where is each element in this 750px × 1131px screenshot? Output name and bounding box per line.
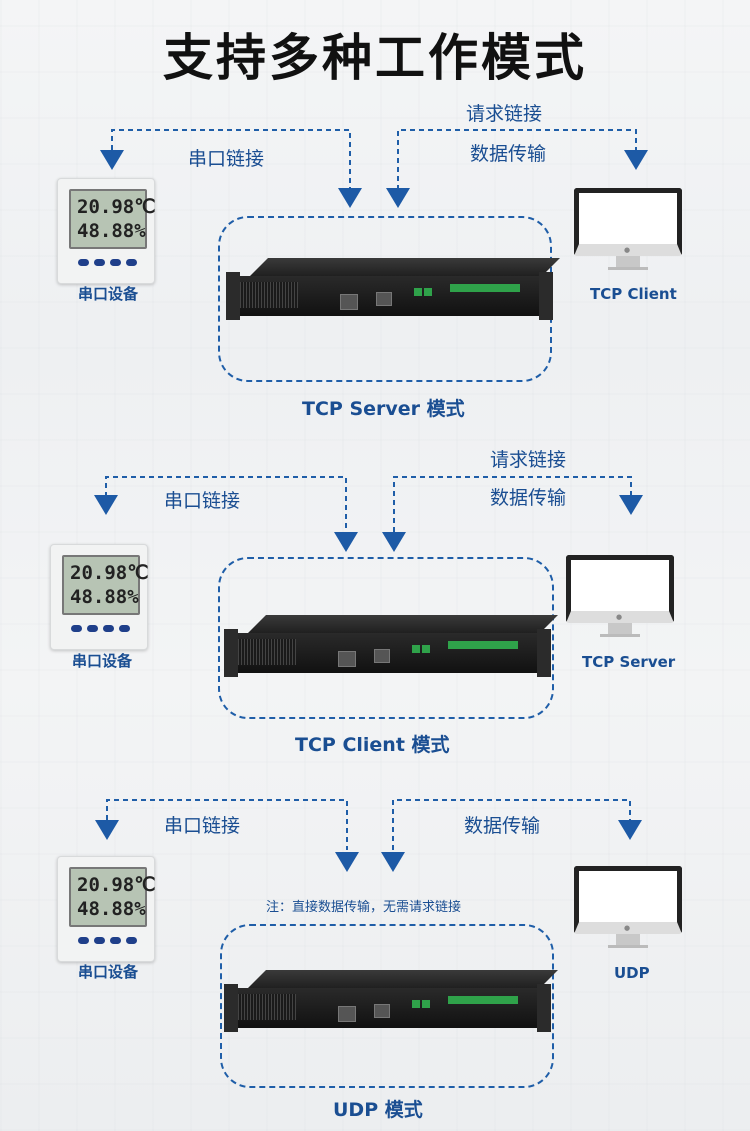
request-link-label: 请求链接 <box>490 449 567 471</box>
request-link-label: 请求链接 <box>466 103 543 125</box>
data-transfer-label: 数据传输 <box>464 815 541 837</box>
arrow-down-icon <box>94 495 118 515</box>
meter-reading-humidity: 48.88% <box>77 220 146 242</box>
connection-lines <box>95 799 642 872</box>
meter-reading-temp: 20.98℃ <box>77 196 156 218</box>
connection-lines <box>100 129 648 208</box>
client-label: UDP <box>614 964 650 982</box>
meter-reading-humidity: 48.88% <box>70 586 139 608</box>
connection-lines <box>94 476 643 552</box>
serial-device-label: 串口设备 <box>78 285 139 303</box>
serial-link-label: 串口链接 <box>164 490 241 512</box>
monitor-icon: ● <box>566 555 674 639</box>
serial-device-label: 串口设备 <box>78 963 139 981</box>
client-label: TCP Server <box>582 653 676 671</box>
arrow-down-icon <box>95 820 119 840</box>
arrow-down-icon <box>334 532 358 552</box>
meter-reading-temp: 20.98℃ <box>77 874 156 896</box>
serial-link-label: 串口链接 <box>188 148 265 170</box>
arrow-down-icon <box>618 820 642 840</box>
client-label: TCP Client <box>590 285 677 303</box>
mode-title: TCP Server 模式 <box>302 398 465 420</box>
mode-frame <box>220 924 554 1088</box>
arrow-down-icon <box>338 188 362 208</box>
meter-reading-temp: 20.98℃ <box>70 562 149 584</box>
mode-title: TCP Client 模式 <box>295 734 450 756</box>
rack-server-icon <box>226 258 560 328</box>
arrow-down-icon <box>619 495 643 515</box>
arrow-down-icon <box>386 188 410 208</box>
rack-server-icon <box>224 615 558 685</box>
serial-device-label: 串口设备 <box>72 652 133 670</box>
monitor-icon: ● <box>574 866 682 950</box>
rack-server-icon <box>224 970 558 1040</box>
data-transfer-label: 数据传输 <box>490 487 567 509</box>
arrow-down-icon <box>624 150 648 170</box>
arrow-down-icon <box>382 532 406 552</box>
mode-frame <box>218 557 554 719</box>
meter-reading-humidity: 48.88% <box>77 898 146 920</box>
arrow-down-icon <box>335 852 359 872</box>
monitor-icon: ● <box>574 188 682 272</box>
page-title: 支持多种工作模式 <box>163 29 587 87</box>
data-transfer-label: 数据传输 <box>470 143 547 165</box>
note-text: 注：直接数据传输，无需请求链接 <box>266 900 462 915</box>
arrow-down-icon <box>381 852 405 872</box>
serial-link-label: 串口链接 <box>164 815 241 837</box>
arrow-down-icon <box>100 150 124 170</box>
mode-title: UDP 模式 <box>333 1099 423 1121</box>
